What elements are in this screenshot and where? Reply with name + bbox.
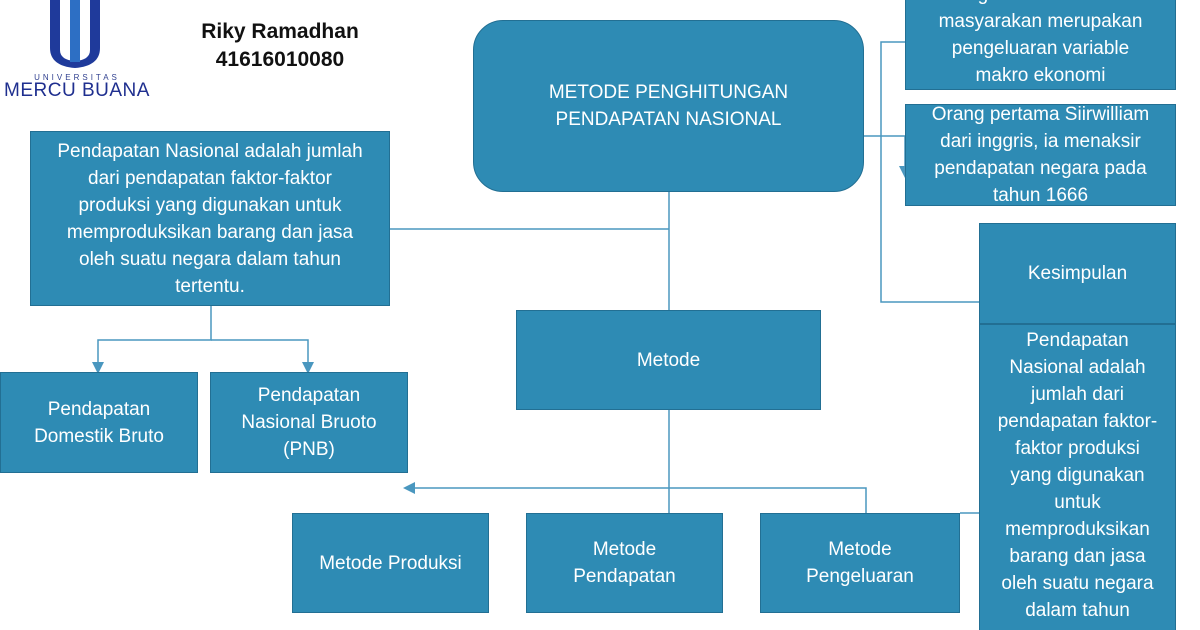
node-konsumsi-text: Pengeluaran konsumsi masyarakan merupaka… xyxy=(938,0,1143,86)
node-pdb-text: Pendapatan Domestik Bruto xyxy=(34,398,164,447)
node-definition: Pendapatan Nasional adalah jumlah dari p… xyxy=(30,131,390,306)
node-pnb: Pendapatan Nasional Bruoto (PNB) xyxy=(210,372,408,473)
university-logo: UNIVERSITAS MERCU BUANA xyxy=(0,0,160,110)
author-block: Riky Ramadhan 41616010080 xyxy=(180,18,380,74)
node-sirwilliam: Orang pertama Siirwilliam dari inggris, … xyxy=(905,104,1176,206)
node-title: METODE PENGHITUNGAN PENDAPATAN NASIONAL xyxy=(473,20,864,192)
node-kesimpulan-detail: Pendapatan Nasional adalah jumlah dari p… xyxy=(979,324,1176,630)
node-kesimpulan-text: Kesimpulan xyxy=(1027,263,1128,284)
connector-right-vertical xyxy=(880,41,979,303)
node-kesimpulan: Kesimpulan xyxy=(979,223,1176,324)
node-pdb: Pendapatan Domestik Bruto xyxy=(0,372,198,473)
node-pnb-text: Pendapatan Nasional Bruoto (PNB) xyxy=(241,385,377,460)
university-logo-name: MERCU BUANA xyxy=(4,80,150,101)
node-definition-text: Pendapatan Nasional adalah jumlah dari p… xyxy=(57,140,363,297)
node-metode-pendapatan-text: Metode Pendapatan xyxy=(573,539,676,587)
node-metode: Metode xyxy=(516,310,821,410)
university-emblem-icon xyxy=(50,0,100,68)
node-sirwilliam-text: Orang pertama Siirwilliam dari inggris, … xyxy=(931,104,1150,206)
author-name: Riky Ramadhan xyxy=(201,20,359,43)
node-metode-pengeluaran: Metode Pengeluaran xyxy=(760,513,960,613)
connector-definition-pnb xyxy=(211,339,314,374)
node-metode-pendapatan: Metode Pendapatan xyxy=(526,513,723,613)
node-konsumsi: Pengeluaran konsumsi masyarakan merupaka… xyxy=(905,0,1176,90)
author-id: 41616010080 xyxy=(215,48,345,71)
connector-definition-pdb xyxy=(92,306,212,374)
node-metode-produksi: Metode Produksi xyxy=(292,513,489,613)
university-logo-subtitle: UNIVERSITAS xyxy=(34,73,120,82)
connector-metode-pengeluaran xyxy=(669,487,867,513)
node-kesimpulan-detail-text: Pendapatan Nasional adalah jumlah dari p… xyxy=(997,330,1158,630)
node-metode-text: Metode xyxy=(636,349,701,371)
node-metode-produksi-text: Metode Produksi xyxy=(319,552,462,574)
node-title-text: METODE PENGHITUNGAN PENDAPATAN NASIONAL xyxy=(548,82,789,130)
node-metode-pengeluaran-text: Metode Pengeluaran xyxy=(806,539,914,587)
